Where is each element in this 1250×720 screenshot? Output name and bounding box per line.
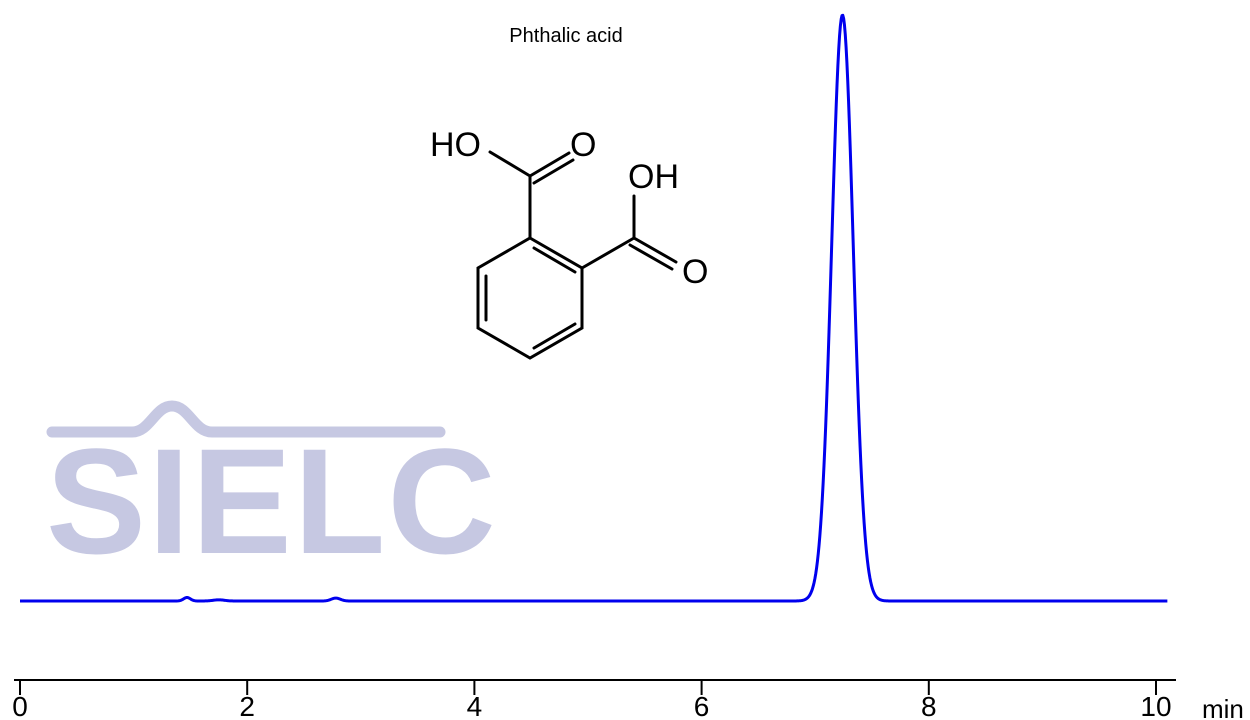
bond-c1-oh (488, 150, 532, 178)
sielc-watermark: SIELC (46, 400, 498, 585)
atom-label-o-top: O (570, 126, 596, 164)
ring-double-bond-2 (532, 322, 577, 350)
phthalic-acid-structure (476, 150, 678, 360)
bond-c2-o-a (632, 236, 678, 264)
compound-name-label: Phthalic acid (509, 25, 622, 47)
bond-c1-o-a (528, 151, 571, 178)
atom-label-o-right: O (682, 253, 708, 291)
x-tick-label: 2 (239, 691, 255, 720)
atom-label-oh: OH (628, 158, 679, 196)
x-tick-label: 8 (921, 691, 937, 720)
ring-double-bond-1 (532, 246, 577, 274)
structure-atom-labels: HO O OH O (430, 126, 708, 291)
x-tick-label: 10 (1140, 691, 1171, 720)
x-tick-label: 0 (12, 691, 28, 720)
bond-ring-c2 (580, 236, 636, 270)
watermark-swoosh (46, 400, 446, 438)
x-tick-label: 6 (694, 691, 710, 720)
atom-label-ho: HO (430, 126, 481, 164)
bond-c1-o-b (532, 158, 575, 185)
x-axis-ticks: 0 2 4 6 8 10 (12, 680, 1172, 720)
chromatogram-trace (19, 13, 1169, 603)
benzene-ring (476, 236, 584, 360)
x-tick-label: 4 (467, 691, 483, 720)
watermark-logo-text: SIELC (46, 417, 498, 585)
x-axis-unit-label: min (1202, 694, 1244, 720)
bond-c2-o-b (628, 243, 674, 271)
